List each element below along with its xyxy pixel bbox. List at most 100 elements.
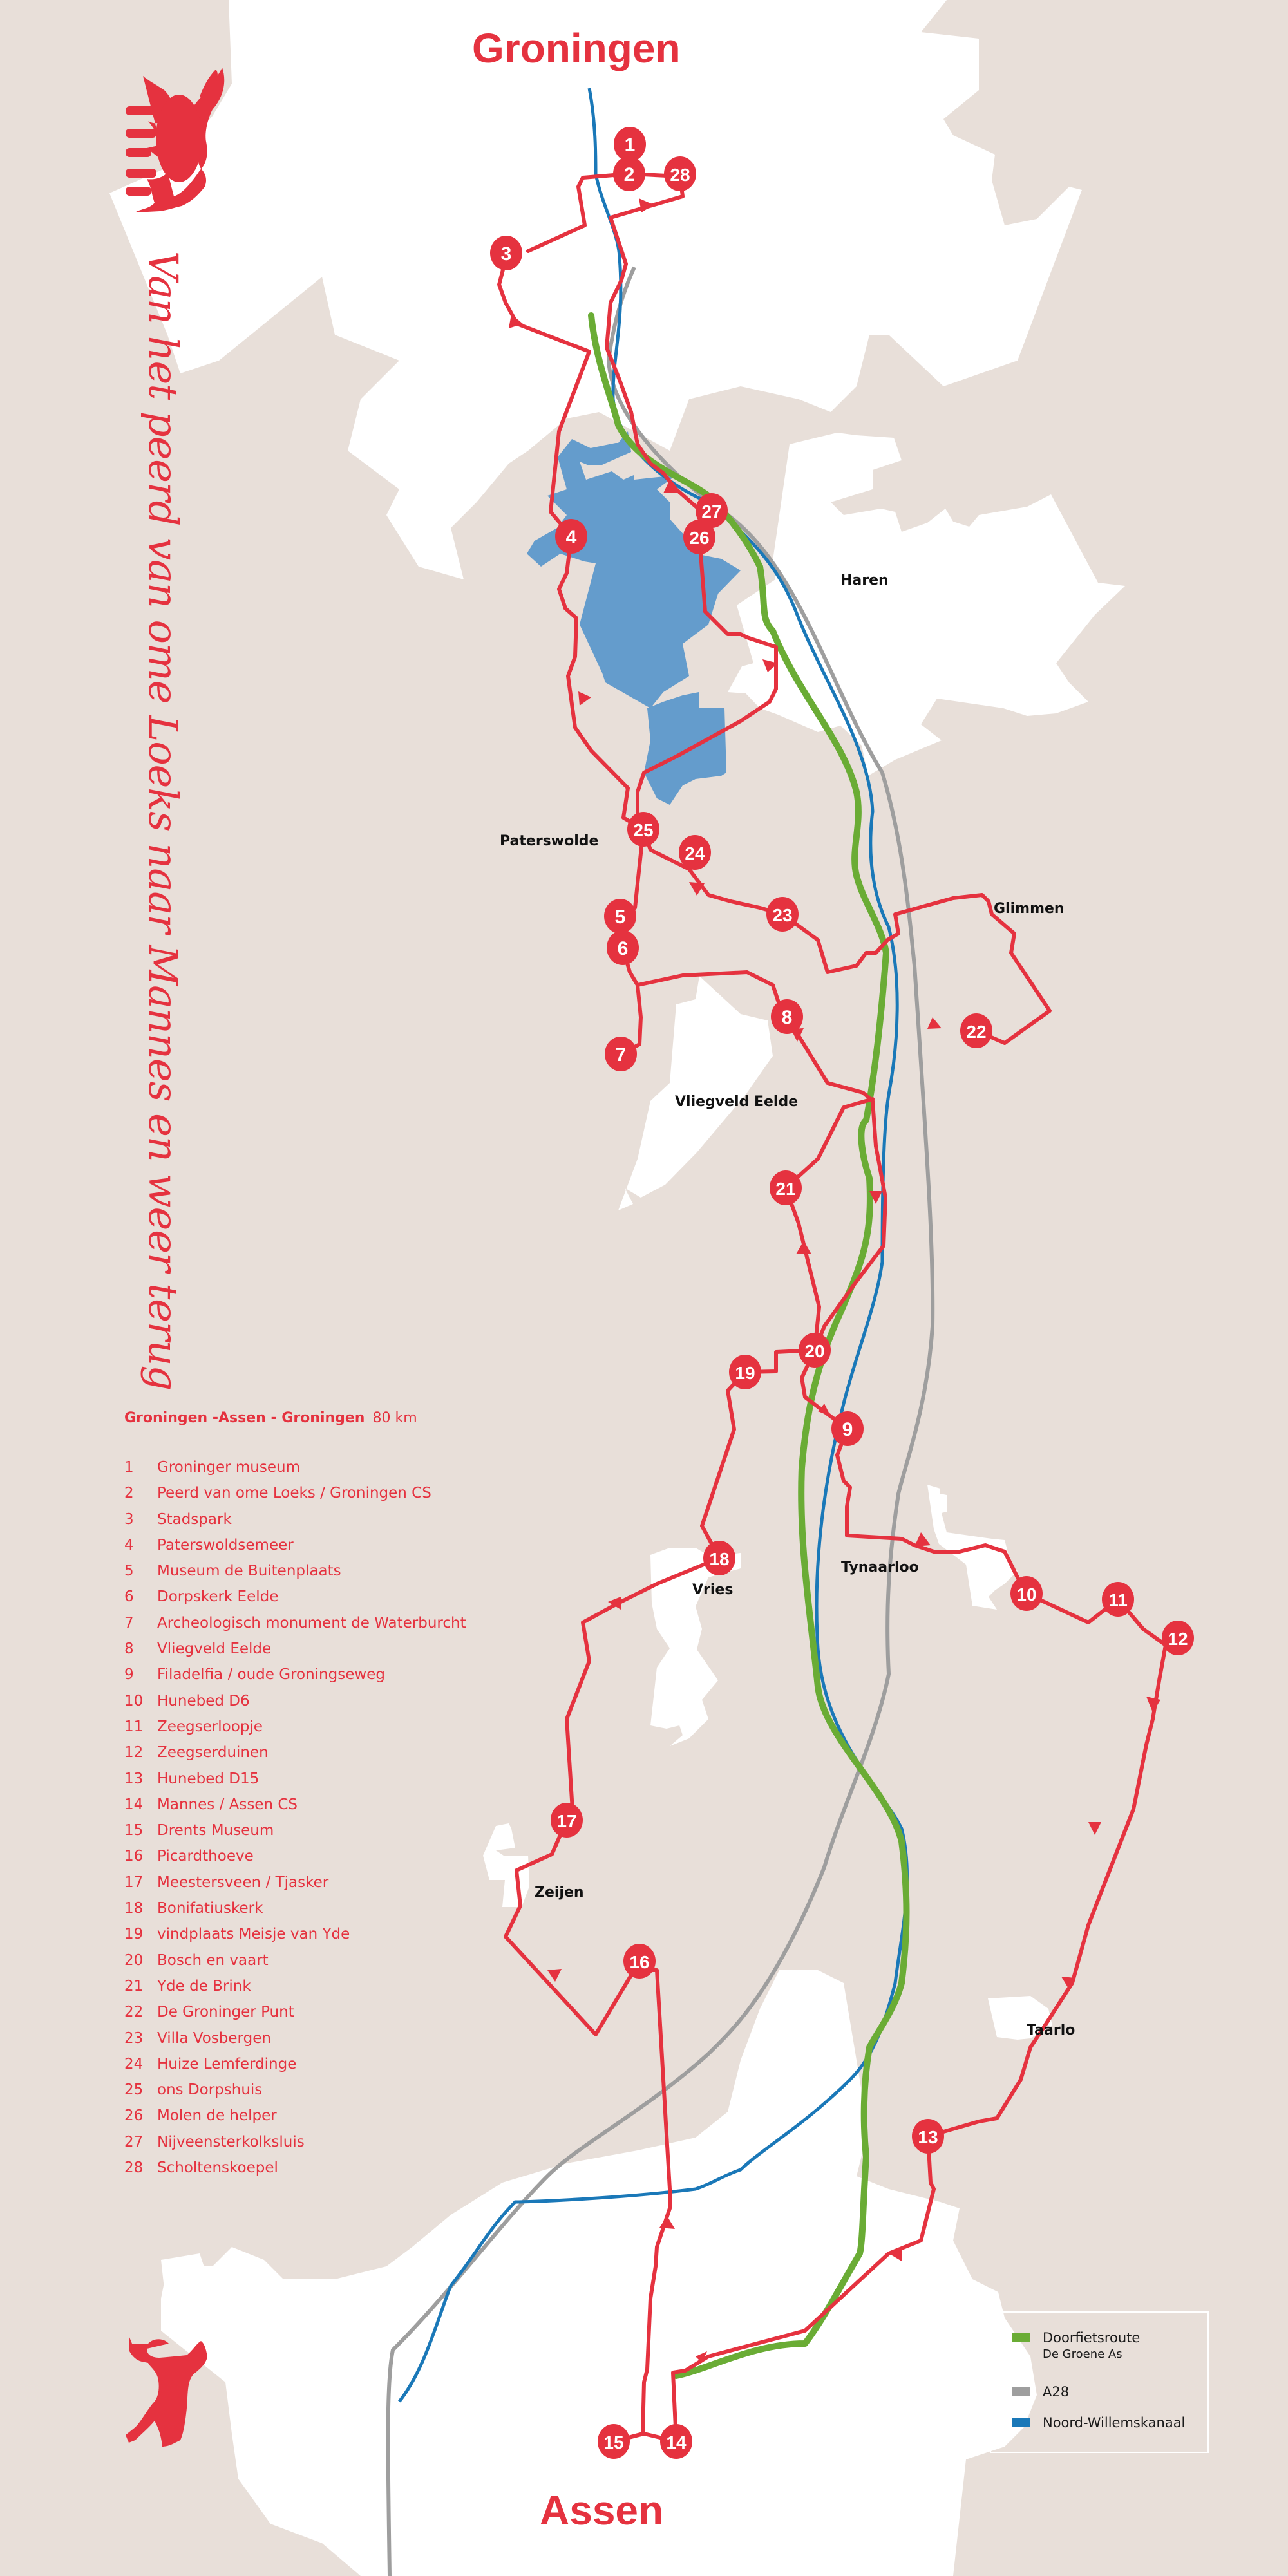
route-stop-number: 28 [124, 2159, 144, 2177]
route-stop-number: 26 [124, 2107, 144, 2125]
marker-circle [729, 1355, 761, 1389]
a28-road [386, 266, 935, 2576]
city-title-groningen: Groningen [472, 25, 681, 71]
marker-number: 26 [689, 528, 709, 548]
route-stop-number: 24 [124, 2055, 144, 2073]
legend-item-kanaal: Noord-Willemskanaal [1012, 2413, 1185, 2432]
legend-swatch-gray [1012, 2387, 1030, 2396]
marker-number: 14 [666, 2432, 687, 2452]
marker-circle [771, 999, 803, 1034]
place-label-zeijen: Zeijen [535, 1885, 584, 1901]
marker-number: 20 [804, 1341, 824, 1361]
route-stop-number: 17 [124, 1874, 144, 1891]
place-label-taarlo: Taarlo [1027, 2022, 1075, 2038]
marker-number: 25 [633, 820, 653, 840]
legend-label: A28 [1043, 2384, 1070, 2400]
legend-item-a28: A28 [1012, 2382, 1069, 2402]
route-stop-number: 6 [124, 1588, 134, 1606]
route-title: Groningen -Assen - Groningen [124, 1410, 365, 1426]
place-label-paterswolde: Paterswolde [500, 833, 598, 849]
marker-number: 6 [618, 938, 629, 959]
marker-number: 28 [670, 165, 690, 185]
route-stop-name: Peerd van ome Loeks / Groningen CS [157, 1485, 431, 1502]
legend-label: Noord-Willemskanaal [1043, 2415, 1186, 2430]
marker-number: 3 [501, 243, 512, 265]
poi-marker-5: 5 [604, 899, 636, 934]
marker-circle [679, 835, 711, 870]
poi-marker-9: 9 [831, 1411, 864, 1446]
marker-circle [660, 2424, 692, 2459]
route-stop-name: ons Dorpshuis [157, 2082, 263, 2099]
route-stop-number: 9 [124, 1666, 134, 1684]
poi-marker-8: 8 [771, 999, 803, 1034]
poi-marker-19: 19 [729, 1355, 761, 1389]
marker-circle [613, 156, 645, 191]
marker-circle [605, 1037, 637, 1071]
route-stop-name: Stadspark [157, 1510, 232, 1528]
poi-marker-17: 17 [551, 1803, 583, 1838]
route-stop-name: Zeegserduinen [157, 1744, 269, 1762]
route-stop-name: Dorpskerk Eelde [157, 1588, 279, 1606]
script-tagline: Van het peerd van ome Loeks naar Mannes … [140, 251, 187, 1391]
poi-marker-13: 13 [912, 2119, 944, 2154]
poi-marker-18: 18 [703, 1541, 735, 1575]
route-stop-name: Hunebed D6 [157, 1692, 250, 1709]
marker-number: 16 [629, 1952, 649, 1972]
route-stop-number: 22 [124, 2004, 144, 2021]
route-stop-name: Huize Lemferdinge [157, 2055, 297, 2073]
marker-number: 18 [709, 1549, 729, 1569]
route-stop-item: 6 Dorpskerk Eelde [124, 1584, 524, 1610]
marker-circle [1102, 1582, 1134, 1617]
doorfietsroute-groene-as [588, 312, 910, 2379]
route-stop-number: 18 [124, 1900, 144, 1917]
place-label-haren: Haren [840, 572, 889, 588]
poi-marker-2: 2 [613, 156, 645, 191]
route-stop-number: 5 [124, 1563, 134, 1580]
legend-label: Doorfietsroute [1043, 2330, 1141, 2346]
poi-marker-10: 10 [1010, 1576, 1043, 1611]
route-stop-name: Paterswoldsemeer [157, 1536, 294, 1554]
marker-number: 17 [556, 1811, 576, 1831]
route-stop-item: 2 Peerd van ome Loeks / Groningen CS [124, 1480, 524, 1506]
route-stop-name: Meestersveen / Tjasker [157, 1874, 329, 1891]
poi-marker-14: 14 [660, 2424, 692, 2459]
poi-marker-22: 22 [960, 1013, 992, 1048]
route-stop-number: 21 [124, 1977, 144, 1995]
marker-circle [1162, 1621, 1194, 1655]
route-stop-name: Filadelfia / oude Groningseweg [157, 1666, 385, 1684]
poi-marker-20: 20 [799, 1333, 831, 1368]
route-stop-name: Hunebed D15 [157, 1770, 260, 1787]
route-stop-number: 25 [124, 2082, 144, 2099]
marker-number: 15 [603, 2432, 623, 2452]
marker-circle [770, 1170, 802, 1205]
route-stop-item: 17 Meestersveen / Tjasker [124, 1870, 524, 1895]
route-stop-number: 2 [124, 1485, 134, 1502]
route-stop-name: Scholtenskoepel [157, 2159, 278, 2177]
route-stop-name: Groninger museum [157, 1459, 301, 1476]
route-stop-item: 5 Museum de Buitenplaats [124, 1558, 524, 1584]
poi-marker-4: 4 [555, 519, 587, 554]
route-stop-number: 7 [124, 1614, 134, 1631]
route-stop-name: vindplaats Meisje van Yde [157, 1926, 350, 1943]
marker-circle [696, 493, 728, 528]
legend-swatch-green [1012, 2333, 1030, 2342]
marker-number: 9 [842, 1419, 853, 1440]
route-stop-name: Museum de Buitenplaats [157, 1563, 341, 1580]
poi-marker-12: 12 [1162, 1621, 1194, 1655]
poi-marker-7: 7 [605, 1037, 637, 1071]
marker-circle [683, 520, 715, 554]
marker-number: 1 [625, 135, 636, 156]
